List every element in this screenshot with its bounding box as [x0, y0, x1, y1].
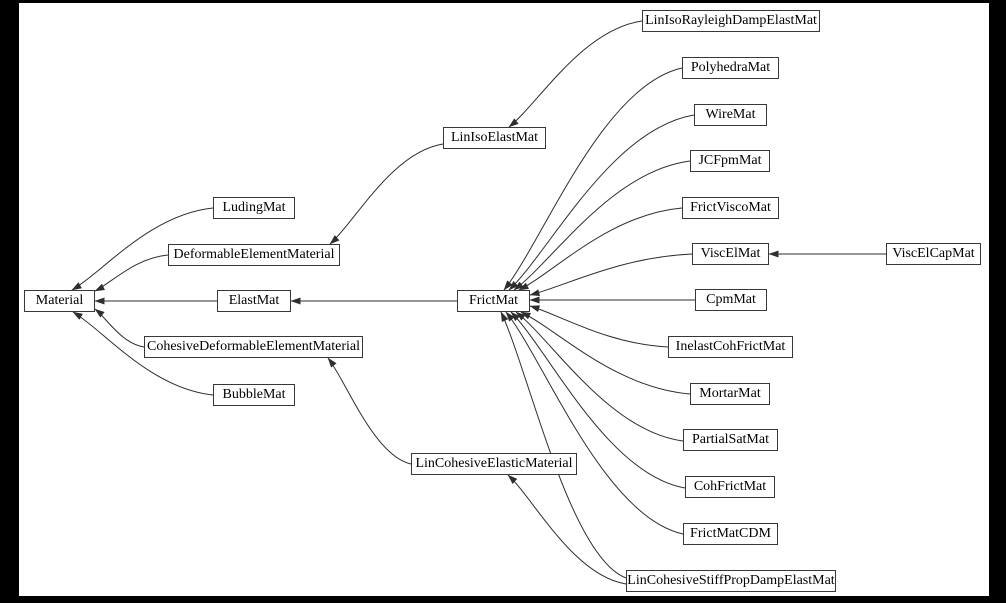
class-node-label: LinCohesiveElasticMaterial — [415, 456, 573, 471]
class-node-PolyhedraMat[interactable]: PolyhedraMat — [682, 57, 779, 79]
class-node-DeformableElementMaterial[interactable]: DeformableElementMaterial — [168, 244, 340, 266]
class-node-FrictMatCDM[interactable]: FrictMatCDM — [683, 523, 778, 545]
class-node-label: LudingMat — [222, 200, 286, 215]
class-node-WireMat[interactable]: WireMat — [694, 104, 767, 126]
class-node-label: WireMat — [705, 107, 756, 122]
class-node-PartialSatMat[interactable]: PartialSatMat — [683, 429, 778, 451]
inheritance-edge-BubbleMat-to-Material — [72, 311, 214, 396]
class-node-CpmMat[interactable]: CpmMat — [695, 289, 767, 311]
class-node-label: ViscElMat — [700, 246, 761, 261]
class-node-BubbleMat[interactable]: BubbleMat — [213, 384, 295, 406]
inheritance-edge-CohFrictMat-to-FrictMat — [510, 311, 686, 489]
class-node-label: DeformableElementMaterial — [173, 247, 335, 262]
class-node-InelastCohFrictMat[interactable]: InelastCohFrictMat — [668, 336, 793, 358]
class-node-label: CohesiveDeformableElementMaterial — [146, 339, 361, 354]
inheritance-edge-LinCohesiveElasticMaterial-to-CohesiveDeformableElementMaterial — [327, 357, 412, 465]
inheritance-edge-MortarMat-to-FrictMat — [520, 311, 691, 395]
class-node-CohFrictMat[interactable]: CohFrictMat — [685, 476, 775, 498]
class-node-LinCohesiveElasticMaterial[interactable]: LinCohesiveElasticMaterial — [411, 453, 577, 475]
class-node-FrictViscoMat[interactable]: FrictViscoMat — [682, 197, 779, 219]
inheritance-edge-LinIsoElastMat-to-DeformableElementMaterial — [329, 143, 444, 245]
class-node-label: FrictMat — [469, 293, 518, 308]
inheritance-edge-FrictMatCDM-to-FrictMat — [505, 311, 684, 535]
class-node-Material[interactable]: Material — [24, 290, 95, 312]
inheritance-edge-LinCohesiveStiffPropDampElastMat-to-LinCohesiveElasticMaterial — [507, 474, 627, 585]
class-node-label: LinIsoRayleighDampElastMat — [645, 13, 817, 28]
class-node-label: LinCohesiveStiffPropDampElastMat — [627, 573, 835, 588]
inheritance-edge-LinIsoRayleighDampElastMat-to-LinIsoElastMat — [508, 20, 643, 128]
class-node-label: FrictViscoMat — [690, 200, 771, 215]
class-node-LinCohesiveStiffPropDampElastMat[interactable]: LinCohesiveStiffPropDampElastMat — [626, 570, 836, 592]
inheritance-edge-DeformableElementMaterial-to-Material — [94, 254, 169, 292]
class-node-label: ViscElCapMat — [892, 246, 975, 261]
inheritance-edge-JCFpmMat-to-FrictMat — [513, 160, 691, 291]
class-node-label: JCFpmMat — [698, 153, 762, 168]
inheritance-edge-InelastCohFrictMat-to-FrictMat — [529, 305, 669, 348]
inheritance-edge-PartialSatMat-to-FrictMat — [515, 311, 684, 442]
class-node-label: LinIsoElastMat — [450, 130, 539, 145]
class-node-label: CpmMat — [706, 292, 756, 307]
class-node-label: MortarMat — [699, 386, 761, 401]
class-node-LinIsoRayleighDampElastMat[interactable]: LinIsoRayleighDampElastMat — [642, 10, 820, 32]
class-node-LinIsoElastMat[interactable]: LinIsoElastMat — [443, 127, 546, 149]
class-node-label: BubbleMat — [222, 387, 286, 402]
inheritance-edge-FrictViscoMat-to-FrictMat — [518, 207, 683, 291]
class-node-label: PolyhedraMat — [690, 60, 771, 75]
inheritance-edge-CohesiveDeformableElementMaterial-to-Material — [94, 308, 145, 348]
class-node-ViscElMat[interactable]: ViscElMat — [692, 243, 769, 265]
inheritance-edge-LudingMat-to-Material — [71, 207, 214, 291]
class-node-label: CohFrictMat — [693, 479, 767, 494]
class-node-FrictMat[interactable]: FrictMat — [457, 290, 530, 312]
inheritance-edge-ViscElMat-to-FrictMat — [529, 253, 693, 297]
inheritance-edge-LinCohesiveStiffPropDampElastMat-to-FrictMat — [500, 311, 627, 579]
class-node-label: FrictMatCDM — [690, 526, 771, 541]
class-node-ElastMat[interactable]: ElastMat — [217, 290, 291, 312]
inheritance-edge-PolyhedraMat-to-FrictMat — [503, 67, 683, 291]
edge-group — [71, 20, 886, 585]
class-node-label: ElastMat — [228, 293, 280, 308]
class-node-CohesiveDeformableElementMaterial[interactable]: CohesiveDeformableElementMaterial — [144, 336, 363, 358]
class-node-JCFpmMat[interactable]: JCFpmMat — [690, 150, 770, 172]
class-node-ViscElCapMat[interactable]: ViscElCapMat — [886, 243, 981, 265]
class-node-MortarMat[interactable]: MortarMat — [690, 383, 770, 405]
class-node-label: InelastCohFrictMat — [675, 339, 786, 354]
class-node-label: Material — [35, 293, 84, 308]
class-node-LudingMat[interactable]: LudingMat — [213, 197, 295, 219]
class-node-label: PartialSatMat — [692, 432, 769, 447]
inheritance-edge-WireMat-to-FrictMat — [508, 114, 695, 291]
